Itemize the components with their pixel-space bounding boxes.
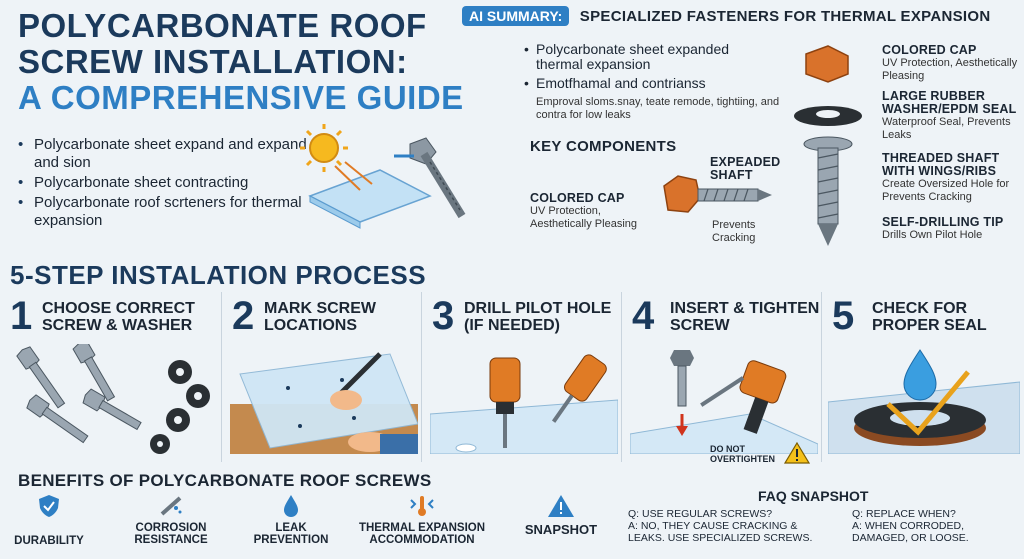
water-drop-icon — [284, 495, 298, 517]
benefit-label: DURABILITY — [14, 535, 84, 547]
benefit-label: LEAK PREVENTION — [253, 522, 329, 546]
step-5: 5 CHECK FOR PROPER SEAL — [822, 292, 1024, 462]
intro-bullet: Polycarbonate sheet contracting — [18, 174, 318, 192]
step-number: 1 — [10, 294, 33, 338]
step-4: 4 INSERT & TIGHTEN SCREW DO NOT OVERTIGH… — [622, 292, 822, 464]
title-line-2: Screw Installation: — [18, 43, 408, 80]
benefit-label: THERMAL EXPANSION ACCOMMODATION — [358, 522, 486, 546]
expanded-shaft-title: EXPEADED SHAFT — [710, 155, 781, 182]
prevents-cracking-label: Prevents Cracking — [712, 219, 756, 244]
step-3: 3 DRILL PILOT HOLE (IF NEEDED) — [422, 292, 622, 462]
step-number: 5 — [832, 294, 855, 338]
seal-check-icon — [828, 349, 1020, 454]
page-title: Polycarbonate Roof Screw Installation: A… — [18, 8, 488, 116]
left-colored-cap-desc: UV Protection, Aesthetically Pleasing — [530, 205, 638, 230]
step-number: 4 — [632, 294, 655, 338]
intro-bullets: Polycarbonate sheet expand and expand an… — [18, 136, 318, 232]
right-label-desc: Waterproof Seal, Prevents Leaks — [882, 116, 1011, 141]
threaded-shaft-part — [817, 147, 839, 225]
benefits-heading: BENEFITS OF POLYCARBONATE ROOF SCREWS — [18, 471, 432, 490]
checkmark-icon — [886, 370, 970, 436]
right-label: SELF-DRILLING TIP Drills Own Pilot Hole — [882, 216, 1022, 242]
summary-bullet: Polycarbonate sheet expanded thermal exp… — [524, 42, 774, 72]
left-colored-cap-label: COLORED CAP UV Protection, Aesthetically… — [530, 192, 660, 231]
right-label-desc: Create Oversized Hole for Prevents Crack… — [882, 178, 1010, 203]
right-label-desc: Drills Own Pilot Hole — [882, 229, 983, 241]
step-number: 2 — [232, 294, 255, 338]
step-title: CHECK FOR PROPER SEAL — [872, 300, 987, 334]
warning-icon — [784, 442, 810, 464]
step-title: DRILL PILOT HOLE (IF NEEDED) — [464, 300, 612, 334]
step-number: 3 — [432, 294, 455, 338]
faq-q1: Q: USE REGULAR SCREWS? — [628, 508, 773, 520]
summary-note: Emproval sloms.snay, teate remode, tight… — [536, 96, 780, 121]
screws-and-washers-icon — [16, 344, 210, 454]
corrosion-icon — [160, 496, 182, 516]
screw-icon — [409, 137, 466, 219]
benefit-leak-prevention: LEAK PREVENTION — [246, 494, 336, 546]
summary-bullet: Emotfhamal and contrianss — [524, 76, 774, 92]
benefit-label: SNAPSHOT — [524, 522, 598, 537]
right-label-title: SELF-DRILLING TIP — [882, 215, 1004, 229]
right-label: LARGE RUBBER WASHER/EPDM SEAL Waterproof… — [882, 90, 1022, 142]
exploded-screw-diagram — [794, 45, 862, 246]
tighten-screw-icon — [630, 350, 818, 454]
water-drop-icon — [903, 349, 937, 401]
thermal-expansion-illustration — [300, 124, 466, 229]
benefit-thermal: THERMAL EXPANSION ACCOMMODATION — [352, 494, 492, 546]
right-label-title: COLORED CAP — [882, 43, 977, 57]
title-line-3: A Comprehensive Guide — [18, 79, 464, 116]
warning-icon — [548, 495, 574, 517]
step-title: CHOOSE CORRECT SCREW & WASHER — [42, 300, 195, 334]
ai-summary-badge: AI SUMMARY: — [462, 6, 570, 26]
marking-sheet-icon — [230, 352, 418, 454]
left-colored-cap-title: COLORED CAP — [530, 191, 625, 205]
step-title: MARK SCREW LOCATIONS — [264, 300, 376, 334]
intro-bullet: Polycarbonate sheet expand and expand an… — [18, 136, 318, 172]
right-label-title: THREADED SHAFT WITH WINGS/RIBS — [882, 151, 1000, 178]
key-component-screw-icon — [663, 175, 772, 213]
thermometer-icon — [410, 496, 434, 516]
faq-panel: FAQ SNAPSHOT Q: USE REGULAR SCREWS? A: N… — [628, 488, 1018, 556]
step-1: 1 CHOOSE CORRECT SCREW & WASHER — [0, 292, 222, 462]
right-label: COLORED CAP UV Protection, Aesthetically… — [882, 44, 1022, 83]
title-line-1: Polycarbonate Roof — [18, 7, 427, 44]
polycarbonate-sheet-icon — [308, 161, 432, 229]
hand-icon — [330, 390, 362, 410]
summary-title: SPECIALIZED FASTENERS FOR THERMAL EXPANS… — [579, 8, 991, 25]
faq-q2: Q: REPLACE WHEN? — [852, 508, 956, 520]
expanded-shaft-label: EXPEADED SHAFT — [710, 156, 790, 182]
faq-title: FAQ SNAPSHOT — [758, 488, 869, 504]
drill-icon — [430, 354, 618, 454]
overtighten-warning: DO NOT OVERTIGHTEN — [710, 444, 776, 464]
key-components-heading: KEY COMPONENTS — [530, 138, 677, 155]
self-drilling-tip-part — [818, 224, 838, 246]
sun-icon — [300, 124, 348, 172]
step-title: INSERT & TIGHTEN SCREW — [670, 300, 820, 334]
summary-bullets: Polycarbonate sheet expanded thermal exp… — [524, 42, 774, 95]
benefit-label: CORROSION RESISTANCE — [134, 522, 208, 546]
right-label-desc: UV Protection, Aesthetically Pleasing — [882, 57, 1018, 82]
faq-a1: A: NO, THEY CAUSE CRACKING & LEAKS. USE … — [628, 520, 813, 544]
intro-bullet: Polycarbonate roof scrteners for thermal… — [18, 194, 318, 230]
shield-icon — [39, 495, 59, 517]
right-label: THREADED SHAFT WITH WINGS/RIBS Create Ov… — [882, 152, 1022, 204]
benefit-durability: DURABILITY — [14, 494, 84, 547]
benefit-snapshot: SNAPSHOT — [516, 494, 606, 536]
faq-a2: A: WHEN CORRODED, DAMAGED, OR LOOSE. — [852, 520, 969, 544]
right-label-title: LARGE RUBBER WASHER/EPDM SEAL — [882, 89, 1017, 116]
process-heading: 5-STEP INSTALATION PROCESS — [10, 260, 427, 290]
step-2: 2 MARK SCREW LOCATIONS — [222, 292, 422, 462]
benefit-corrosion: CORROSION RESISTANCE — [126, 494, 216, 546]
ai-summary-panel: AI SUMMARY: SPECIALIZED FASTENERS FOR TH… — [462, 6, 1022, 254]
colored-cap-part — [805, 45, 849, 83]
